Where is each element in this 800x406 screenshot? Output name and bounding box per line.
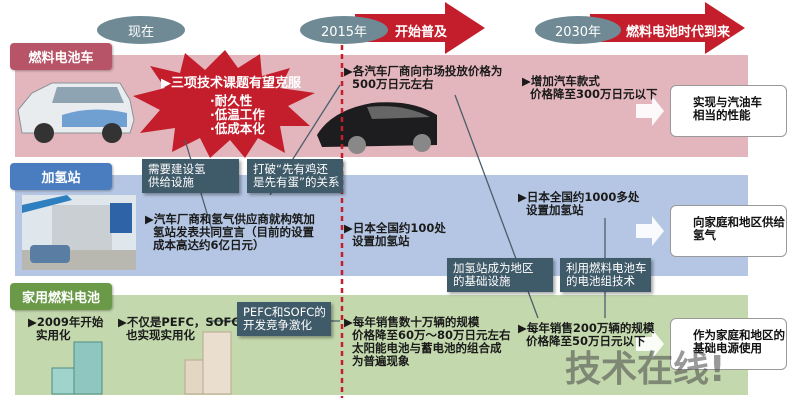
goal-arrow [636,96,664,126]
burst-item-low-temp: ·低温工作 [210,107,265,122]
burst-title: ▶三项技术课题有望克服 [161,76,301,91]
home-2015-text: ▶每年销售数十万辆的规模 价格降至60万～80万日元左右 太阳能电池与蓄电池的组… [344,315,511,368]
fcv-suv-photo [17,82,135,143]
home-now-text-1: ▶2009年开始 实用化 [28,315,104,342]
phase-2015: 开始普及 [395,25,448,40]
arrow-2015 [355,2,485,54]
fcv-2030-text: ▶增加汽车款式 价格降至300万日元以下 [522,74,658,101]
timeline-arrows [355,2,745,54]
station-now-text: ▶汽车厂商和氢气供应商就构筑加 氢站发表共同宣言（目前的设置 成本高达约6亿日元… [145,212,315,252]
home-now-text-2: ▶不仅是PEFC，SOFC 也实现实用化 [118,315,240,342]
watermark: 技术在线! [565,349,726,390]
burst-item-durability: ·耐久性 [210,93,253,108]
burst-item-low-cost: ·低成本化 [210,121,265,136]
row-label-text: 燃料电池车 [28,51,94,66]
home-2030-text: ▶每年销售200万辆的规模 价格降至50万日元以下 [518,321,655,348]
home-fuel-cell-unit-photo-2 [184,331,232,395]
label-now: 现在 [127,24,154,40]
callout-station-infra: 加氢站成为地区 的基础设施 [447,258,553,292]
label-2030: 2030年 [554,24,602,40]
phase-2030: 燃料电池时代到来 [626,25,731,40]
row-label-text: 家用燃料电池 [21,291,100,306]
hydrogen-station-photo [22,195,136,270]
label-2015: 2015年 [320,24,368,40]
goal-arrow [636,329,664,359]
home-goal-box: 作为家庭和地区的 基础电源使用 [670,318,787,370]
row-label-text: 加氢站 [41,171,81,186]
fcv-concept-car-photo [317,102,437,154]
callout-chicken-egg: 打破“先有鸡还 是先有蛋”的关系 [247,159,343,193]
callout-need-supply: 需要建设氢 供给设施 [142,159,239,193]
row-label-station: 加氢站 [10,163,112,190]
goal-arrow [636,216,664,246]
row-label-home: 家用燃料电池 [10,283,112,310]
oval-now: 现在 [97,16,185,44]
home-fuel-cell-unit-photo-1 [51,341,103,395]
home-band [15,295,748,395]
station-goal-box: 向家庭和地区供给 氢气 [670,205,787,257]
row-label-fcv: 燃料电池车 [10,43,112,70]
fcv-2015-text: ▶各汽车厂商向市场投放价格为 500万日元左右 [344,64,503,91]
oval-2015: 2015年 [300,16,388,44]
fcv-goal-box: 实现与汽油车 相当的性能 [670,85,787,137]
callout-battery-tech: 利用燃料电池车 的电池组技术 [560,258,651,292]
tech-challenges-starburst [133,50,315,158]
station-2030-text: ▶日本全国约1000多处 设置加氢站 [518,190,640,217]
arrow-2030 [590,2,745,54]
callout-pefc-sofc: PEFC和SOFC的 开发竞争激化 [237,302,331,336]
station-2015-text: ▶日本全国约100处 设置加氢站 [344,221,446,248]
oval-2030: 2030年 [535,16,621,44]
